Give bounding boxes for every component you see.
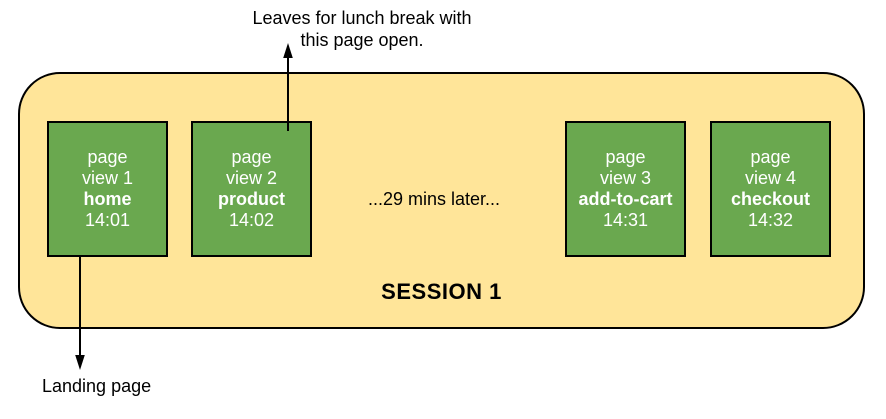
pv-label: page <box>231 147 272 167</box>
pv-label: page <box>605 147 646 167</box>
landing-page-note: Landing page <box>42 376 152 396</box>
pv-number: view 2 <box>225 168 278 188</box>
pv-page-name: home <box>83 189 132 209</box>
pv-timestamp: 14:32 <box>747 210 794 230</box>
pv-label: page <box>87 147 128 167</box>
lunch-break-note-line1: Leaves for lunch break with <box>252 8 472 28</box>
session-label: SESSION 1 <box>381 279 502 304</box>
pv-page-name: product <box>218 189 285 209</box>
session-container: page view 1 home 14:01 page view 2 produ… <box>18 72 865 329</box>
page-view-box-add-to-cart: page view 3 add-to-cart 14:31 <box>565 121 686 257</box>
pv-timestamp: 14:31 <box>602 210 649 230</box>
time-gap-note: ...29 mins later... <box>367 189 501 209</box>
pv-number: view 3 <box>599 168 652 188</box>
pv-page-name: checkout <box>730 189 811 209</box>
pv-timestamp: 14:02 <box>228 210 275 230</box>
page-view-box-checkout: page view 4 checkout 14:32 <box>710 121 831 257</box>
pv-timestamp: 14:01 <box>84 210 131 230</box>
pv-page-name: add-to-cart <box>578 189 673 209</box>
pv-number: view 4 <box>744 168 797 188</box>
lunch-break-note: Leaves for lunch break with this page op… <box>246 7 478 51</box>
page-view-box-home: page view 1 home 14:01 <box>47 121 168 257</box>
lunch-break-note-line2: this page open. <box>300 30 424 50</box>
pv-label: page <box>750 147 791 167</box>
pv-number: view 1 <box>81 168 134 188</box>
page-view-box-product: page view 2 product 14:02 <box>191 121 312 257</box>
